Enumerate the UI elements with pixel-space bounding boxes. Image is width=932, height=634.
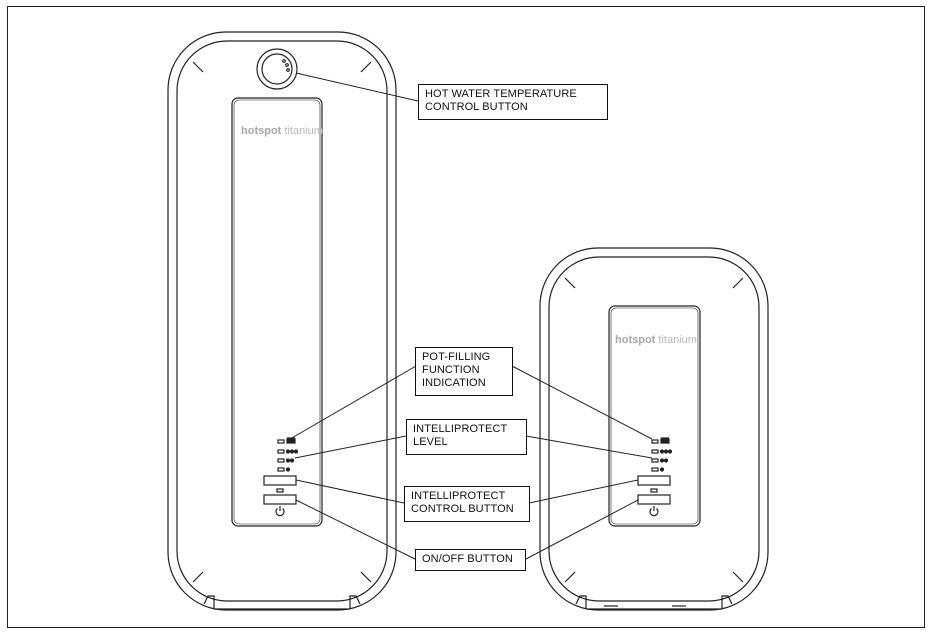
tall-brand-logo: hotspot titanium xyxy=(241,125,323,137)
leader-lines xyxy=(289,72,653,560)
power-icon xyxy=(275,506,285,517)
small-unit xyxy=(539,247,769,611)
small-level-indicators xyxy=(651,449,673,472)
small-brand-logo: hotspot titanium xyxy=(615,334,697,346)
small-intelliprotect-button[interactable] xyxy=(637,475,671,486)
tall-pot-indicator xyxy=(277,437,296,444)
temperature-dial-icon xyxy=(256,48,298,90)
tall-unit xyxy=(167,31,397,611)
label-onoff-button: ON/OFF BUTTON xyxy=(415,549,526,571)
label-intelliprotect-control: INTELLIPROTECT CONTROL BUTTON xyxy=(404,486,530,522)
label-intelliprotect-level: INTELLIPROTECT LEVEL xyxy=(406,419,527,455)
label-pot-filling: POT-FILLING FUNCTION INDICATION xyxy=(415,347,513,396)
tall-level-indicators xyxy=(277,449,299,472)
power-icon xyxy=(649,506,659,517)
tall-onoff-button[interactable] xyxy=(263,494,297,505)
tall-intelliprotect-button[interactable] xyxy=(263,475,297,486)
small-pot-indicator xyxy=(651,437,670,444)
small-onoff-button[interactable] xyxy=(637,494,671,505)
label-temperature-control: HOT WATER TEMPERATURE CONTROL BUTTON xyxy=(418,84,608,120)
